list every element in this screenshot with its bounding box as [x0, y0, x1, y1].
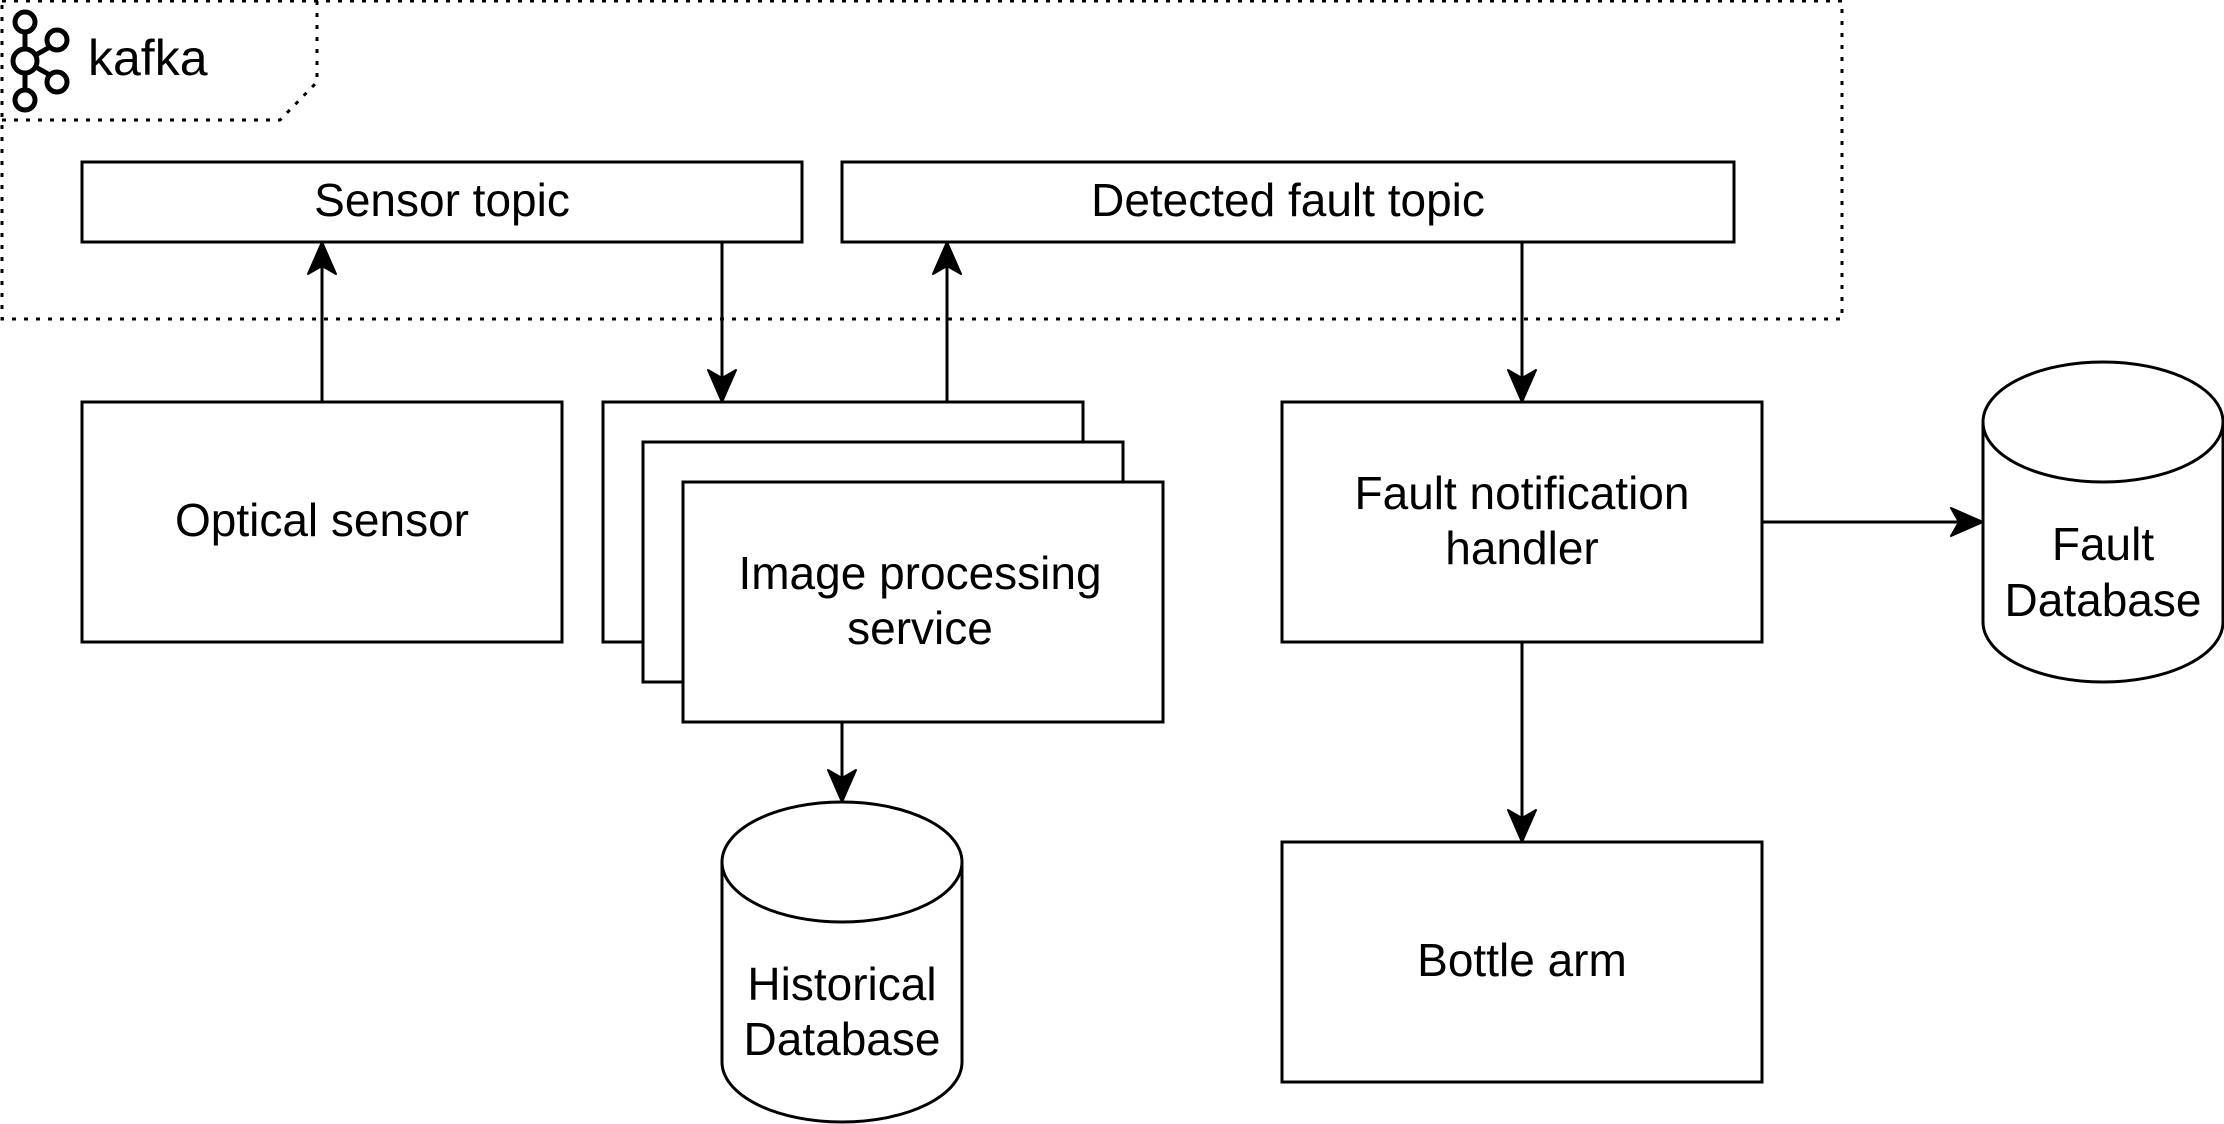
- kafka-logo-text: kafka: [88, 30, 208, 86]
- historical-database-label-line2: Database: [744, 1013, 941, 1065]
- arrowhead-up: [307, 241, 337, 275]
- sensor-topic-label: Sensor topic: [314, 174, 570, 226]
- optical-sensor-box[interactable]: [80, 400, 564, 644]
- fault-handler-label-line2: handler: [1445, 522, 1598, 574]
- arrowhead-down: [827, 769, 857, 803]
- fault-notification-handler-box[interactable]: [1280, 400, 1764, 644]
- kafka-cluster-boundary: [0, 0, 1844, 321]
- detected-fault-topic-label: Detected fault topic: [1091, 174, 1485, 226]
- arrowhead-down: [1507, 369, 1537, 403]
- sensor-topic-box[interactable]: [80, 160, 804, 244]
- fault-database-label-line1: Fault: [2052, 518, 2154, 570]
- arrowhead-up: [932, 241, 962, 275]
- arrowhead-down: [1507, 809, 1537, 843]
- historical-database-cylinder[interactable]: [720, 800, 964, 1124]
- fault-handler-label-line1: Fault notification: [1355, 467, 1690, 519]
- bottle-arm-box[interactable]: [1280, 840, 1764, 1084]
- arrowhead-down: [707, 369, 737, 403]
- image-processing-label-line2: service: [847, 602, 993, 654]
- kafka-icon: [10, 9, 70, 113]
- detected-fault-topic-box[interactable]: [840, 160, 1736, 244]
- image-processing-service-box[interactable]: [681, 480, 1165, 724]
- bottle-arm-label: Bottle arm: [1417, 934, 1627, 986]
- image-processing-label-line1: Image processing: [738, 547, 1101, 599]
- historical-database-label-line1: Historical: [747, 958, 936, 1010]
- optical-sensor-label: Optical sensor: [175, 494, 469, 546]
- fault-database-label-line2: Database: [2005, 574, 2202, 626]
- fault-database-cylinder[interactable]: [1981, 360, 2224, 684]
- arrowhead-right: [1950, 507, 1984, 537]
